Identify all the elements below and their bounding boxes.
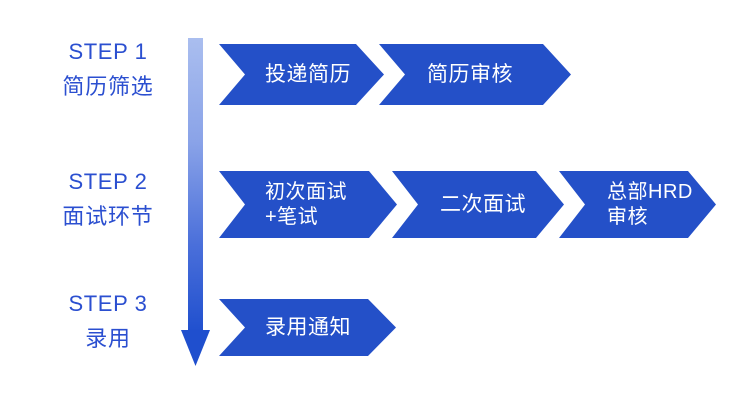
chevron-node-r2-c3[interactable]: 总部HRD 审核: [559, 171, 716, 238]
chevron-node-r2-c2[interactable]: 二次面试: [392, 171, 564, 238]
chevron-node-r1-c2[interactable]: 简历审核: [379, 44, 571, 105]
chevron-label: 总部HRD 审核: [559, 171, 716, 238]
chevron-label: 初次面试 +笔试: [219, 171, 397, 238]
step-1-title: STEP 1: [68, 39, 148, 64]
chevron-shape: [219, 44, 384, 105]
chevron-node-r3-c1[interactable]: 录用通知: [219, 299, 396, 356]
chevron-label: 简历审核: [379, 44, 571, 105]
step-label-2: STEP 2 面试环节: [38, 166, 178, 232]
chevron-label-line1: 总部HRD: [607, 181, 693, 204]
step-label-3: STEP 3 录用: [38, 288, 178, 354]
step-2-title: STEP 2: [68, 169, 148, 194]
chevron-shape: [219, 171, 397, 238]
step-2-subtitle: 面试环节: [62, 204, 154, 230]
chevron-shape: [219, 299, 396, 356]
chevron-shape: [392, 171, 564, 238]
chevron-node-r1-c1[interactable]: 投递简历: [219, 44, 384, 105]
chevron-label-line1: 简历审核: [427, 62, 513, 86]
step-1-subtitle: 简历筛选: [62, 74, 154, 100]
downward-arrow-icon: [181, 38, 210, 366]
step-label-1: STEP 1 简历筛选: [38, 36, 178, 102]
chevron-label-line1: 投递简历: [265, 62, 351, 86]
chevron-label-line1: 初次面试: [265, 181, 347, 204]
chevron-label-line1: 录用通知: [265, 315, 351, 339]
chevron-shape: [559, 171, 716, 238]
chevron-label: 投递简历: [219, 44, 384, 105]
chevron-node-r2-c1[interactable]: 初次面试 +笔试: [219, 171, 397, 238]
step-3-title: STEP 3: [68, 291, 148, 316]
chevron-label-line2: +笔试: [265, 205, 319, 228]
chevron-label: 录用通知: [219, 299, 396, 356]
chevron-shape: [379, 44, 571, 105]
step-3-subtitle: 录用: [85, 326, 131, 352]
chevron-label: 二次面试: [392, 171, 564, 238]
chevron-label-line2: 审核: [607, 205, 648, 228]
chevron-label-line1: 二次面试: [440, 192, 526, 216]
